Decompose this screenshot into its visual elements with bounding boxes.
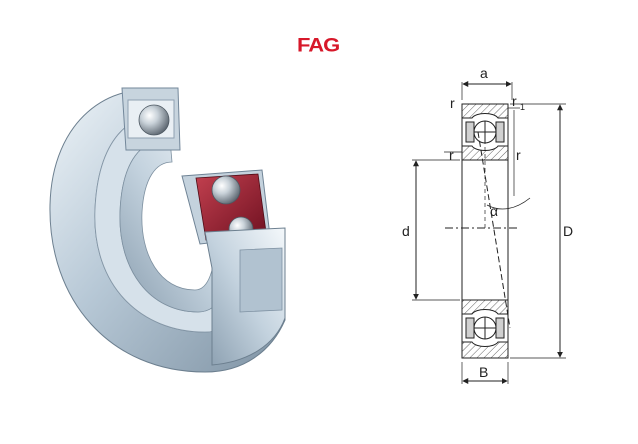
- label-r-left: r: [449, 147, 454, 163]
- label-r-right: r: [516, 147, 521, 163]
- bearing-3d-illustration: [49, 87, 286, 373]
- bottom-cross-section: [461, 299, 509, 359]
- label-B: B: [479, 364, 488, 380]
- brand-logo: FAG: [297, 33, 340, 56]
- label-D: D: [563, 223, 573, 239]
- label-r1-subscript: 1: [520, 102, 525, 112]
- label-d: d: [402, 223, 410, 239]
- dimension-labels: a r r 1 r r α d D B: [402, 65, 573, 380]
- ball-top: [138, 104, 170, 136]
- label-a: a: [480, 65, 488, 81]
- label-alpha: α: [490, 203, 498, 219]
- label-r-top: r: [450, 95, 455, 111]
- label-r1: r: [512, 93, 517, 109]
- top-cross-section: [461, 103, 509, 161]
- technical-drawing: [412, 81, 566, 384]
- ball-middle: [211, 175, 241, 205]
